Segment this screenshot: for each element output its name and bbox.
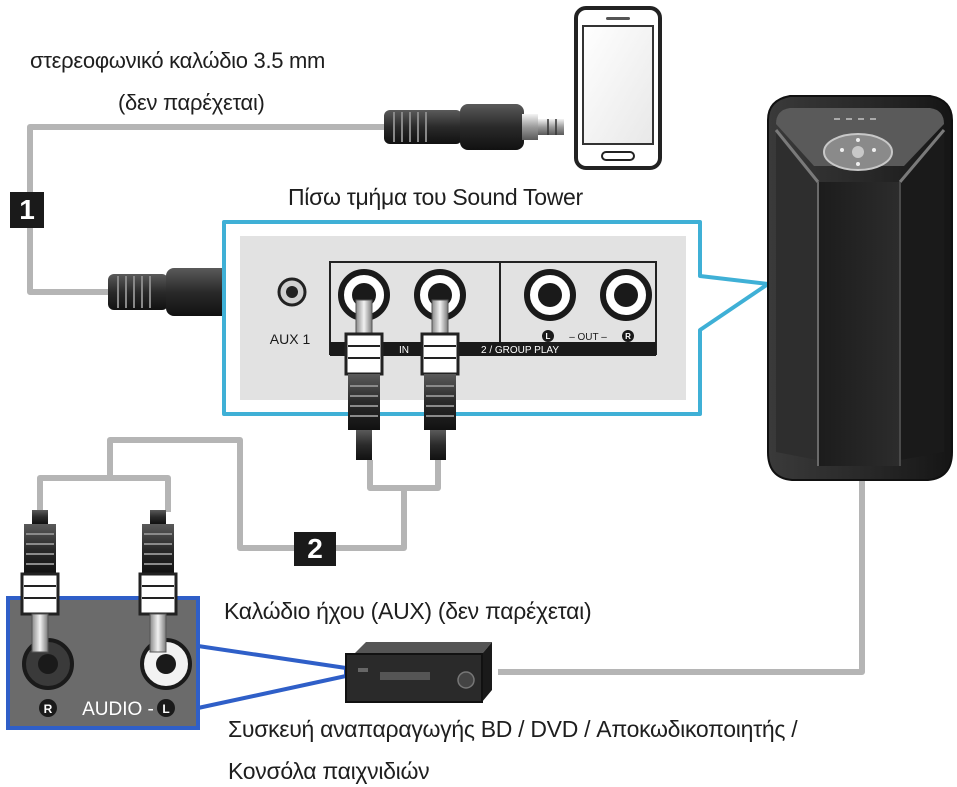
- source-right-marker: R: [44, 702, 53, 716]
- out-left-letter: L: [546, 332, 551, 341]
- step-2-badge: 2: [294, 532, 336, 566]
- bd-dvd-player: [345, 642, 492, 703]
- out-left-marker: [542, 330, 554, 342]
- device-label-line2: Κονσόλα παιχνιδιών: [228, 758, 430, 784]
- aux1-label: AUX 1: [270, 331, 311, 347]
- rca-plugs-tower: [344, 299, 460, 460]
- in-label: IN: [399, 345, 409, 356]
- audio-cable-label: Καλώδιο ήχου (AUX) (δεν παρέχεται): [224, 598, 592, 624]
- sound-tower: [767, 95, 953, 481]
- group-play-label: 2 / GROUP PLAY: [481, 345, 559, 356]
- rca-plugs-source: [20, 510, 178, 653]
- back-panel-callout: [222, 220, 770, 416]
- out-right-letter: R: [625, 332, 631, 341]
- out-label: – OUT –: [569, 332, 607, 343]
- device-label-line1: Συσκευή αναπαραγωγής BD / DVD / Αποκωδικ…: [228, 716, 798, 742]
- smartphone: [574, 6, 662, 170]
- step-1-badge: 1: [10, 192, 44, 228]
- source-left-marker: L: [162, 702, 169, 716]
- out-right-marker: [622, 330, 634, 342]
- stereo-cable-note: (δεν παρέχεται): [118, 90, 265, 115]
- stereo-cable-label: στερεοφωνικό καλώδιο 3.5 mm: [30, 48, 326, 73]
- back-panel-label: Πίσω τμήμα του Sound Tower: [288, 184, 583, 210]
- jack-plug-phone: [384, 104, 564, 150]
- source-audio-label: AUDIO -: [82, 699, 154, 720]
